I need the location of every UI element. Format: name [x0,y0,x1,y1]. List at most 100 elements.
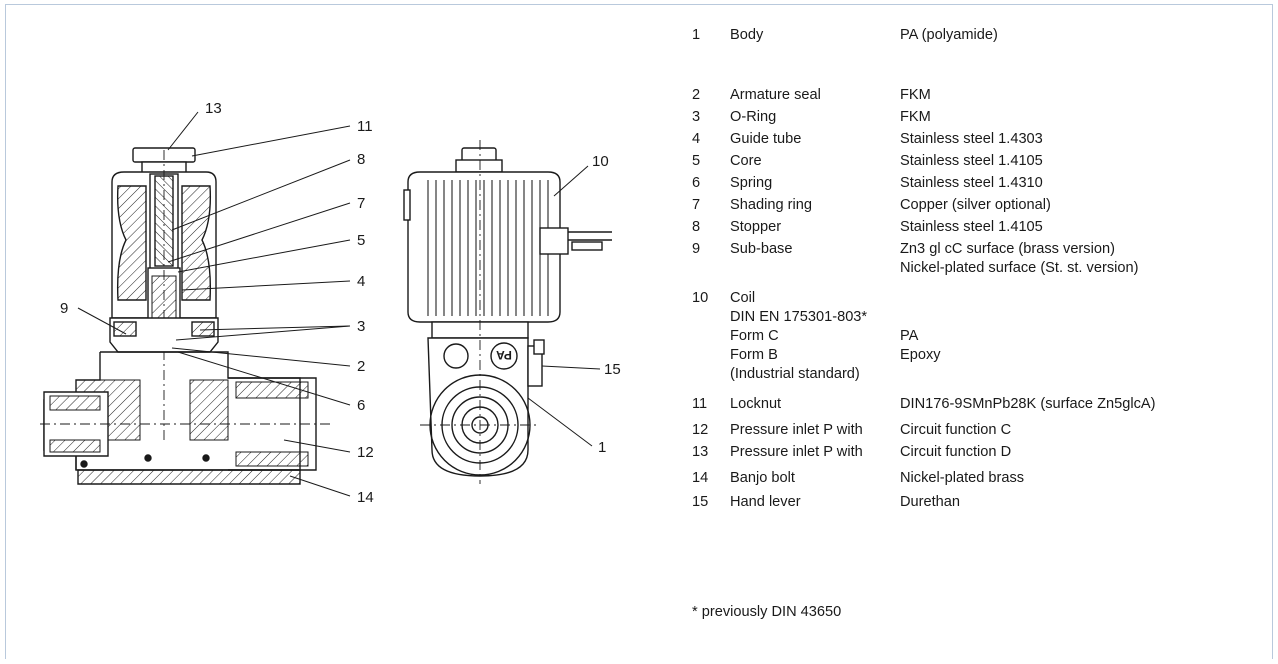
part-material: Stainless steel 1.4105 [900,152,1278,171]
part-material-line: PA (polyamide) [900,27,998,43]
part-material: Copper (silver optional) [900,196,1278,215]
part-name-line: Banjo bolt [730,470,795,486]
part-material: Circuit function D [900,443,1278,462]
part-material-line: Epoxy [900,347,941,363]
part-material: Zn3 gl cC surface (brass version) Nickel-… [900,240,1278,278]
callout-4: 4 [357,273,365,290]
footnote: * previously DIN 43650 [692,604,842,620]
callout-8: 8 [357,151,365,168]
part-material-line [900,289,1278,308]
callout-15: 15 [604,361,621,378]
part-name-line: Shading ring [730,197,812,213]
part-material-line: Zn3 gl cC surface (brass version) [900,241,1115,257]
part-name-line: Form B [730,347,778,363]
part-name: Pressure inlet P with [730,443,910,462]
part-number: 10 [692,290,709,306]
part-material-line [900,308,1278,327]
part-material: Stainless steel 1.4310 [900,174,1278,193]
part-material-line: FKM [900,109,931,125]
part-number: 4 [692,131,701,147]
part-number: 12 [692,422,709,438]
part-name: Hand lever [730,493,910,512]
part-name-line: Pressure inlet P with [730,422,863,438]
part-name: Stopper [730,218,910,237]
part-name-line: Stopper [730,219,782,235]
part-name: Shading ring [730,196,910,215]
part-name-line: Locknut [730,396,782,412]
part-material-line: Nickel-plated brass [900,470,1025,486]
callout-9: 9 [60,300,68,317]
part-name: Banjo bolt [730,469,910,488]
valve-cross-section-svg: PA 13 11 8 7 5 4 9 3 2 6 12 14 10 15 1 [40,100,621,506]
figure-frame [5,4,1273,659]
part-material: Circuit function C [900,421,1278,440]
part-material-line: DIN176-9SMnPb28K (surface Zn5glcA) [900,396,1156,412]
callout-labels: 13 11 8 7 5 4 9 3 2 6 12 14 10 15 1 [60,100,621,506]
callout-7: 7 [357,195,365,212]
part-name-line: Body [730,27,764,43]
part-material-line: Circuit function D [900,444,1012,460]
callout-6: 6 [357,397,365,414]
part-name-line: Form C [730,328,779,344]
callout-11: 11 [357,118,373,135]
part-name: Guide tube [730,130,910,149]
leader-lines [77,111,601,497]
part-name: Armature seal [730,86,910,105]
part-material: Stainless steel 1.4303 [900,130,1278,149]
part-number: 13 [692,444,709,460]
part-name: Spring [730,174,910,193]
part-material-line [900,365,1278,384]
callout-13: 13 [205,100,222,117]
part-material: FKM [900,86,1278,105]
part-number: 6 [692,175,701,191]
part-material: DIN176-9SMnPb28K (surface Zn5glcA) [900,395,1278,414]
part-name-line: Pressure inlet P with [730,444,863,460]
part-number: 9 [692,241,701,257]
section-view [40,147,330,485]
part-name: Core [730,152,910,171]
part-number: 3 [692,109,701,125]
part-material: Durethan [900,493,1278,512]
part-number: 15 [692,494,709,510]
part-number: 7 [692,197,701,213]
part-material: FKM [900,108,1278,127]
part-material-line: Durethan [900,494,961,510]
part-material: Nickel-plated brass [900,469,1278,488]
part-material-line: Copper (silver optional) [900,197,1051,213]
part-number: 1 [692,27,701,43]
part-name-line: Armature seal [730,87,821,103]
part-number: 11 [692,396,708,412]
part-name: Locknut [730,395,910,414]
part-material-line: PA [900,328,919,344]
part-name-line: Coil [730,290,756,306]
part-name-line: Core [730,153,762,169]
part-material-line: Stainless steel 1.4105 [900,219,1043,235]
callout-3: 3 [357,318,365,335]
part-number: 5 [692,153,701,169]
callout-10: 10 [592,153,609,170]
part-material: PA Epoxy [900,289,1278,384]
part-name: O-Ring [730,108,910,127]
pa-mark: PA [496,348,512,362]
external-view [403,140,612,484]
part-material-line: Circuit function C [900,422,1012,438]
part-name-line: Sub-base [730,241,793,257]
part-name: Sub-base [730,240,910,259]
part-name-line: Hand lever [730,494,801,510]
part-material-line: FKM [900,87,931,103]
part-material-line: Stainless steel 1.4310 [900,175,1043,191]
part-material-line: Nickel-plated surface (St. st. version) [900,260,1139,276]
callout-12: 12 [357,444,374,461]
part-material: Stainless steel 1.4105 [900,218,1278,237]
part-material: PA (polyamide) [900,26,1278,45]
part-material-line: Stainless steel 1.4303 [900,131,1043,147]
part-name: Body [730,26,910,45]
part-material-line: Stainless steel 1.4105 [900,153,1043,169]
callout-14: 14 [357,489,374,506]
part-name: Pressure inlet P with [730,421,910,440]
part-number: 14 [692,470,709,486]
callout-2: 2 [357,358,365,375]
part-name-line: Guide tube [730,131,802,147]
